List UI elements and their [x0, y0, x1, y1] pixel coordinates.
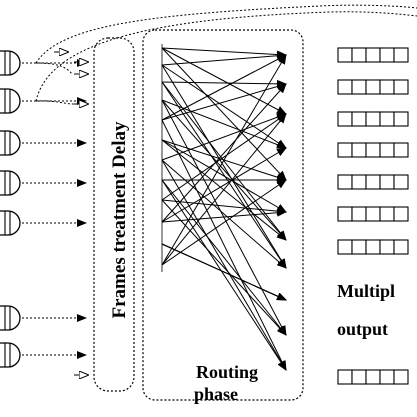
- output-queue-2-cell: [337, 79, 353, 95]
- output-queue-6-cell: [337, 206, 353, 222]
- output-queue-6-cell: [393, 206, 409, 222]
- output-queue-8-cell: [379, 369, 395, 385]
- output-queue-7-cell: [379, 239, 395, 255]
- output-queue-6-cell: [365, 206, 381, 222]
- output-queue-8-cell: [365, 369, 381, 385]
- output-queue-7-cell: [393, 239, 409, 255]
- routing-arrow-30: [161, 83, 287, 223]
- output-queue-7-cell: [351, 239, 367, 255]
- output-queue-7-cell: [337, 239, 353, 255]
- routing-phase-box: [142, 29, 304, 401]
- routing-arrow-36: [161, 179, 287, 266]
- output-queue-1-cell: [393, 47, 409, 63]
- frames-delay-box: [93, 37, 135, 392]
- multiplexed-label-line1: Multipl: [337, 281, 395, 301]
- output-queue-3-cell: [393, 111, 409, 127]
- output-queue-4-cell: [351, 142, 367, 158]
- routing-arrow-4: [161, 64, 287, 149]
- output-queue-1-cell: [351, 47, 367, 63]
- output-queue-6-cell: [379, 206, 395, 222]
- routing-arrow-9: [161, 81, 287, 269]
- routing-arrows: [161, 44, 287, 371]
- routing-arrow-29: [161, 147, 287, 223]
- routing-arrow-3: [161, 47, 287, 181]
- routing-arrow-28: [161, 208, 287, 223]
- routing-arrow-14: [161, 54, 287, 121]
- output-queue-4-cell: [337, 142, 353, 158]
- input-queue-6: [0, 305, 21, 331]
- output-queue-1-cell: [337, 47, 353, 63]
- input-queues: [0, 51, 88, 375]
- input-queue-1: [0, 50, 21, 76]
- routing-arrow-15: [161, 119, 287, 371]
- routing-arrow-25: [161, 113, 287, 201]
- output-queue-3-cell: [379, 111, 395, 127]
- routing-arrow-24: [161, 179, 287, 336]
- input-queue-2: [0, 88, 21, 114]
- output-queue-3-cell: [351, 111, 367, 127]
- output-queue-7-cell: [365, 239, 381, 255]
- input-queue-7: [0, 342, 21, 368]
- routing-arrow-8: [161, 79, 287, 88]
- feedback-loops: [35, 4, 417, 105]
- routing-arrow-26: [161, 199, 287, 336]
- routing-arrow-12: [161, 99, 287, 149]
- routing-arrow-27: [161, 199, 287, 216]
- output-queue-2-cell: [379, 79, 395, 95]
- multiplexed-label-line2: output: [337, 319, 388, 339]
- output-queue-4-cell: [379, 142, 395, 158]
- feedback-branch-1: [35, 62, 73, 75]
- routing-label-line1: Routing: [196, 362, 258, 382]
- output-queue-2-cell: [351, 79, 367, 95]
- output-queue-4-cell: [365, 142, 381, 158]
- output-queue-1-cell: [379, 47, 395, 63]
- output-queues: [337, 47, 409, 385]
- output-queue-3-cell: [337, 111, 353, 127]
- output-queue-1-cell: [365, 47, 381, 63]
- output-queue-3-cell: [365, 111, 381, 127]
- output-queue-8-cell: [337, 369, 353, 385]
- output-queue-5-cell: [393, 174, 409, 190]
- output-queue-8-cell: [393, 369, 409, 385]
- routing-arrow-20: [161, 159, 287, 371]
- output-queue-5-cell: [379, 174, 395, 190]
- input-queue-4: [0, 170, 21, 196]
- input-queue-5: [0, 210, 21, 236]
- output-queue-8-cell: [351, 369, 367, 385]
- feedback-branch-2: [35, 100, 75, 105]
- output-queue-5-cell: [337, 174, 353, 190]
- output-queue-6-cell: [351, 206, 367, 222]
- frames-delay-label: Frames treatment Delay: [109, 121, 130, 318]
- output-queue-2-cell: [393, 79, 409, 95]
- output-queue-4-cell: [393, 142, 409, 158]
- routing-arrow-7: [161, 81, 287, 241]
- routing-label-line2: phase: [194, 384, 238, 404]
- feedback-line-1: [35, 4, 417, 64]
- routing-arrow-5: [161, 64, 287, 269]
- routing-arrow-22: [161, 179, 287, 371]
- output-queue-2-cell: [365, 79, 381, 95]
- routing-arrow-6: [161, 51, 287, 66]
- routing-arrow-33: [161, 243, 287, 301]
- routing-arrow-21: [161, 113, 287, 161]
- output-queue-5-cell: [351, 174, 367, 190]
- routing-arrow-2: [161, 47, 287, 115]
- routing-arrow-35: [161, 113, 287, 266]
- routing-arrow-11: [161, 99, 287, 241]
- routing-arrow-19: [161, 159, 287, 269]
- output-queue-5-cell: [365, 174, 381, 190]
- input-queue-3: [0, 130, 21, 156]
- routing-arrow-1: [161, 47, 287, 59]
- routing-arrow-34: [161, 54, 287, 266]
